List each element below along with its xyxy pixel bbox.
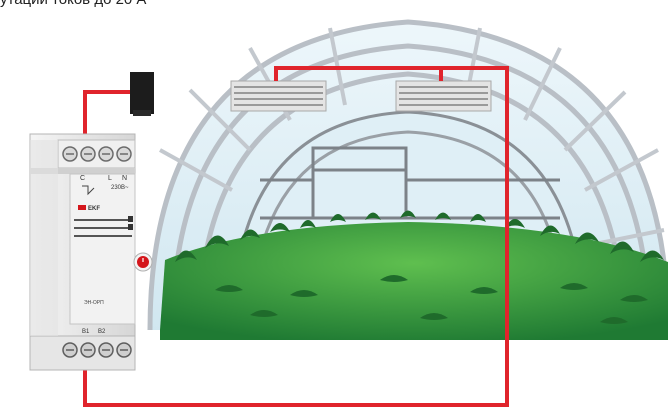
din-rail-thermostat-icon: C L N 230В~ EKF ЭН-ОРП B1 B2	[30, 134, 152, 370]
terminal-label-b1: B1	[82, 329, 90, 335]
setpoint-knob	[134, 253, 152, 271]
heater-left	[231, 81, 326, 111]
temperature-sensor-icon	[130, 72, 154, 116]
terminal-label-l: L	[108, 175, 112, 182]
terminal-label-b2: B2	[98, 329, 106, 335]
voltage-label: 230В~	[111, 185, 129, 191]
heater-right	[396, 81, 491, 111]
terminal-label-c: C	[80, 175, 85, 182]
model-label: ЭН-ОРП	[84, 300, 104, 306]
wire-sensor-to-relay	[85, 92, 130, 140]
brand-label: EKF	[88, 206, 100, 212]
terminal-label-n: N	[122, 175, 127, 182]
